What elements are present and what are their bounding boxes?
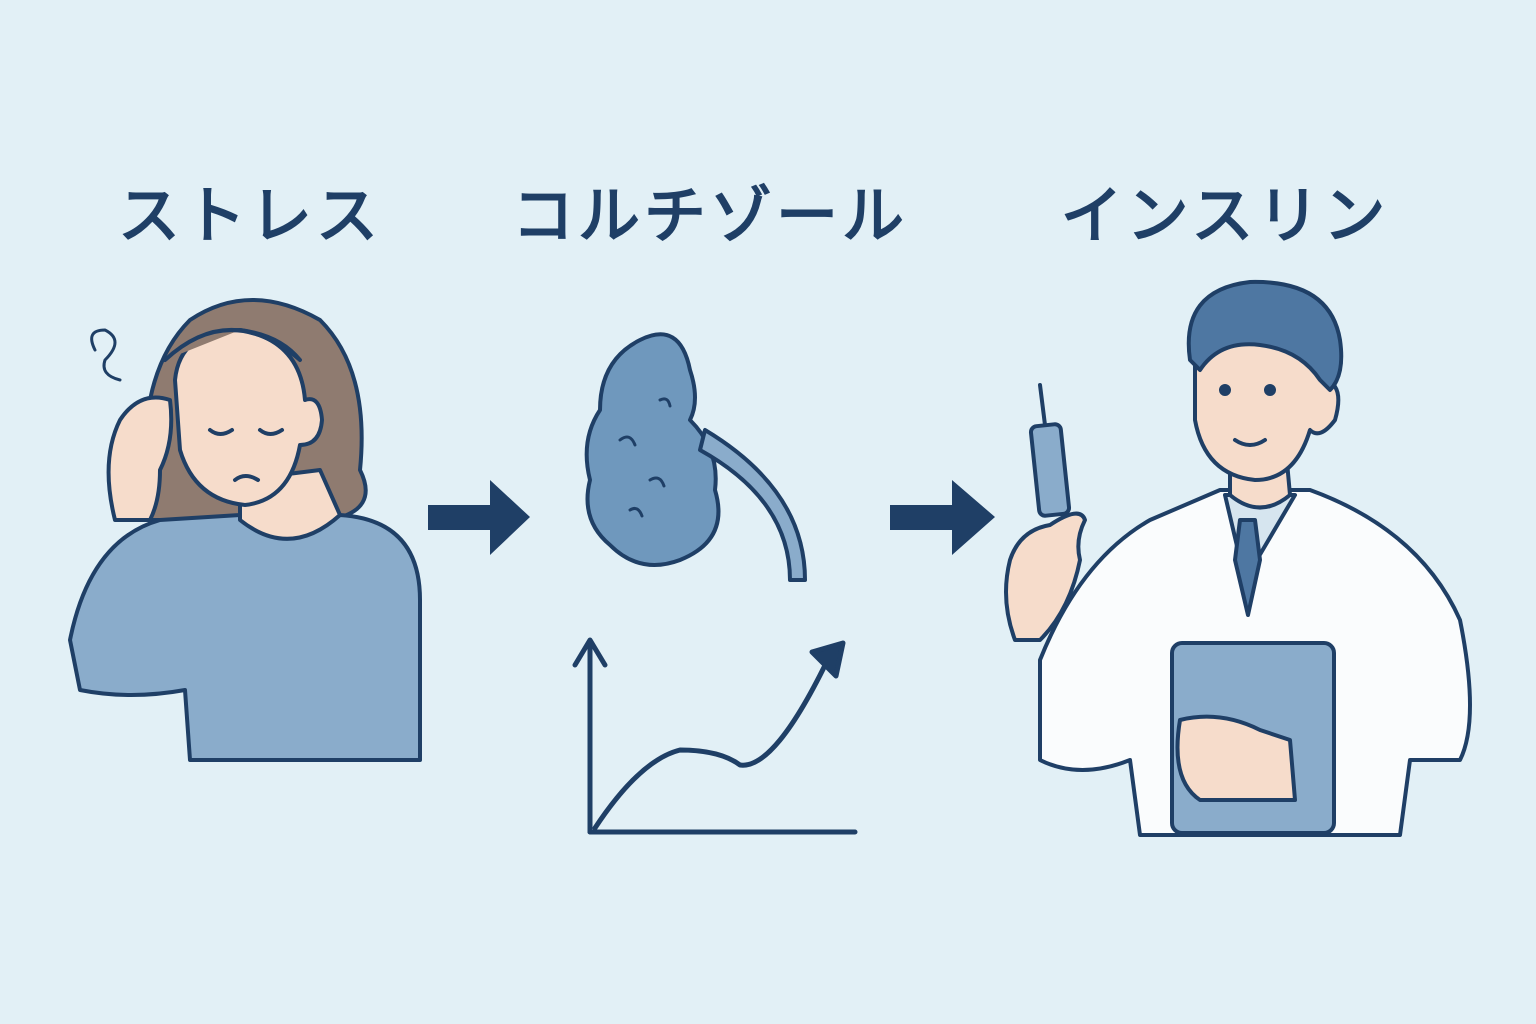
doctor-icon: [1004, 279, 1472, 837]
step-label-cortisol: コルチゾール: [511, 179, 908, 252]
step-label-stress: ストレス: [117, 179, 382, 252]
arrow-right-icon: [428, 480, 530, 555]
stressed-woman-icon: [68, 298, 422, 762]
rising-chart-icon: [572, 637, 858, 835]
adrenal-gland-icon: [584, 332, 807, 582]
arrow-right-icon: [890, 480, 995, 555]
step-label-insulin: インスリン: [1060, 179, 1390, 252]
